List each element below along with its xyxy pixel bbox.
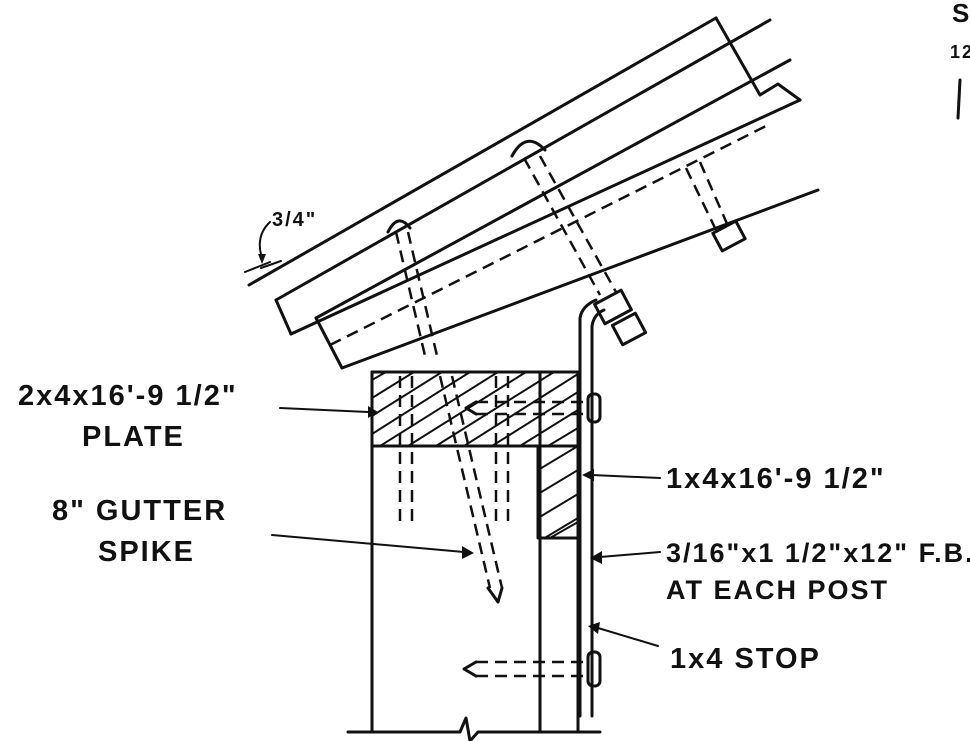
flat-bar-label-line2: AT EACH POST	[666, 575, 889, 605]
stop-label: 1x4 STOP	[670, 643, 821, 675]
top-corner-label-1: S	[952, 0, 970, 28]
gap-dimension: 3/4"	[244, 209, 317, 273]
board-label: 1x4x16'-9 1/2"	[666, 463, 886, 495]
top-corner-label-2: 12	[950, 42, 970, 62]
sloped-rafter	[247, 16, 820, 370]
plate	[370, 370, 580, 448]
rafter-bolts	[386, 139, 747, 361]
spike-label-line1: 8" GUTTER	[52, 495, 227, 527]
post	[346, 370, 602, 741]
plate-label-line1: 2x4x16'-9 1/2"	[18, 380, 238, 412]
spike-label-line2: SPIKE	[98, 536, 195, 568]
board-1x4	[536, 444, 580, 540]
flat-bar-label-line1: 3/16"x1 1/2"x12" F.B.	[666, 538, 970, 568]
gap-dimension-label: 3/4"	[272, 209, 317, 231]
top-corner-mark	[956, 78, 962, 120]
post-fasteners	[398, 375, 602, 688]
plate-label-line2: PLATE	[82, 421, 185, 453]
leader-lines	[271, 406, 661, 647]
flat-bar	[578, 298, 606, 718]
